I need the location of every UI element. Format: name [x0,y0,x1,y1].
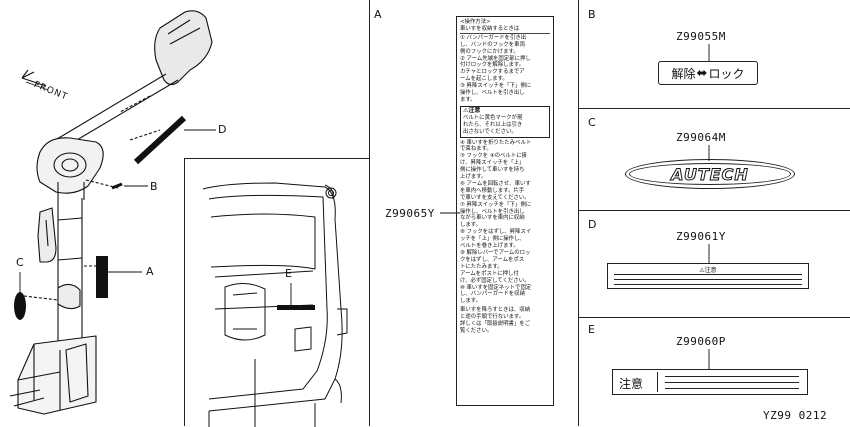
label-a-line: で束ねます。 [460,146,492,153]
label-a-line: ⑧ フックをはずし、昇降スイ [460,229,532,236]
label-a-line: 側に操作して車いすを持ち [460,167,525,174]
label-a-line: ます。 [460,96,476,103]
label-a-line: し、バンパーガードを収納 [460,291,525,298]
callout-a: A [146,265,154,278]
part-number-d: Z99061Y [676,230,726,243]
label-a-line: 操作し、ベルトを引き出し [460,90,525,97]
label-d-text: ⚠注意 [699,267,717,274]
label-a-warning-title: ⚠注意 [463,106,481,114]
label-a-line: 詳しくは「取扱説明書」をご [460,321,531,328]
label-a-line: します。 [460,298,482,305]
label-b-release: 解除 [671,66,696,81]
label-a-line: ッチを「上」側に操作し、 [460,236,525,243]
label-a-footer: 車いすを降ろすときは、収納と逆の手順で行ないます。詳しくは「取扱説明書」をご覧く… [460,307,550,335]
label-e-text: 注意 [619,377,644,391]
label-a-line: ② アーム先端を固定部に押し [460,55,531,62]
label-a-header-2: 車いすを収納するときは [460,26,550,34]
label-a-line: ⑩ 車いすを固定ネットで固定 [460,284,532,291]
label-a-line: ⑨ 解除レバーでアームのロッ [460,250,531,256]
label-a-line: 付けロックを解除します。 [460,62,525,69]
part-number-b: Z99055M [676,30,726,43]
callout-d: D [218,123,227,136]
label-a-line: け、昇降スイッチを「上」 [460,160,525,167]
label-a-line: で車いすを支えてください。 [460,194,530,201]
label-a-steps-2: ④ 車いすを折りたたみベルト で束ねます。⑤ フックを ④のベルトに掛 け、昇降… [460,140,550,306]
label-c-text: AUTECH [671,164,749,184]
crane-illustration [9,10,216,415]
label-a-card: <操作方法> 車いすを収納するときは ① バンパーガードを引き出 し、バンドのフ… [456,16,554,406]
label-a-steps-1: ① バンパーガードを引き出 し、バンドのフックを車両 側のフックにかけます。② … [460,35,550,104]
label-a-line: アームをポストに押し付 [460,270,519,277]
label-a-line: を車内へ移動します。片手 [460,187,525,194]
label-a-line: ⑤ フックを ④のベルトに掛 [460,153,527,160]
label-a-line: ームを起こします。 [460,76,508,83]
label-a-line: ③ 昇降スイッチを「下」側に [460,83,532,90]
label-a-line: ① バンパーガードを引き出 [460,34,527,41]
label-a-line: ながら車いすを車内に収納 [460,215,525,222]
section-a-frame [369,0,579,426]
decal-e [277,305,315,310]
back-door-inset: E [184,158,370,427]
label-a-line: と逆の手順で行ないます。 [460,314,525,321]
label-a-line: 上げます。 [460,174,487,181]
section-b-frame [578,0,850,109]
label-a-warning: ⚠注意 ベルトに黄色マークが現れたら、それ以上は引き出さないでください。 [460,105,550,138]
callout-b: B [150,180,158,193]
label-a-line: れたら、それ以上は引き [463,121,523,128]
callout-e: E [285,267,292,280]
label-a-line: 側のフックにかけます。 [460,48,519,55]
label-a-line: ⑥ アームを回転させ、車いす [460,180,531,187]
diagram-code: YZ99 0212 [763,409,828,422]
part-number-a: Z99065Y [385,207,435,220]
section-d-letter: D [588,218,597,231]
label-e-card: 注意 [612,369,808,395]
label-a-line: ④ 車いすを折りたたみベルト [460,139,532,146]
decal-a [96,256,108,298]
part-number-c: Z99064M [676,131,726,144]
label-a-line: クをはずし、アームをポス [460,256,525,263]
decal-b [111,182,123,190]
front-arrow-icon [21,69,49,91]
section-a-letter: A [374,8,382,21]
section-e-letter: E [588,323,595,336]
label-a-line: ベルトを巻き上げます。 [460,243,519,250]
label-a-line: 覧ください。 [460,327,493,334]
double-arrow-icon: ⬌ [696,65,708,81]
label-a-line: ⑦ 昇降スイッチを「下」側に [460,201,532,208]
decal-d [133,115,187,165]
label-a-line: 操作し、ベルトを引き出し [460,208,525,215]
label-a-line: け、必ず固定してください。 [460,277,530,284]
label-a-line: カチャとロックするまでア [460,69,525,76]
section-e-frame [578,317,850,426]
label-a-line: ベルトに黄色マークが現 [463,114,523,121]
label-b-card: 解除 ⬌ ロック [658,61,758,85]
part-number-e: Z99060P [676,335,726,348]
label-b-lock: ロック [708,66,745,81]
label-a-line: 出さないでください。 [463,128,517,135]
label-a-line: トにたたみます。 [460,263,503,270]
label-a-line: し、バンドのフックを車両 [460,41,525,48]
section-b-letter: B [588,8,596,21]
label-d-card: ⚠注意 [607,263,809,289]
section-c-letter: C [588,116,596,129]
label-c-emblem: AUTECH [625,159,795,189]
decal-c [14,292,26,320]
label-a-line: します。 [460,222,482,229]
label-a-header-1: <操作方法> [460,19,491,25]
label-a-line: 車いすを降ろすときは、収納 [460,307,531,314]
callout-c: C [16,256,24,269]
